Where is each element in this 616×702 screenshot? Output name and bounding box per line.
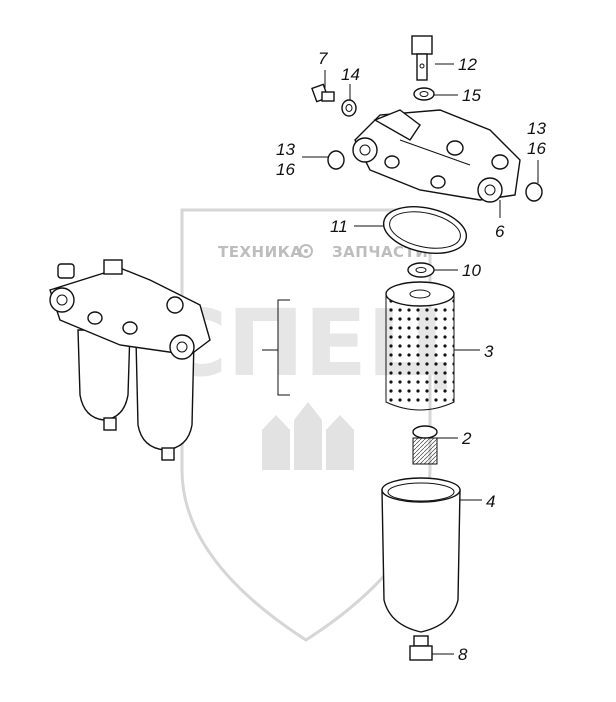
callout-16-left: 16 — [276, 160, 295, 179]
callout-13-right: 13 — [527, 119, 546, 138]
spring-washer — [407, 262, 435, 278]
assembled-filter — [49, 259, 211, 461]
watermark-word-right: ЗАПЧАСТИ — [332, 243, 428, 261]
o-ring — [382, 206, 468, 254]
filter-head — [352, 109, 521, 203]
assembly-bracket — [262, 299, 290, 396]
callout-6: 6 — [495, 222, 505, 241]
callout-16-right: 16 — [527, 139, 546, 158]
filter-bowl — [381, 477, 461, 633]
callout-11: 11 — [330, 217, 348, 236]
washer — [413, 87, 435, 101]
plug-right — [525, 182, 543, 202]
callout-13-left: 13 — [276, 140, 295, 159]
callout-7: 7 — [318, 49, 328, 68]
gear-icon — [299, 244, 313, 258]
callout-3: 3 — [484, 342, 494, 361]
sealing-washer — [341, 99, 357, 117]
callout-14: 14 — [341, 65, 360, 84]
callout-10: 10 — [462, 261, 481, 280]
spring — [412, 425, 438, 465]
drain-plug — [409, 635, 433, 661]
leader-lines — [302, 63, 539, 655]
callout-2: 2 — [461, 429, 472, 448]
callout-12: 12 — [458, 55, 477, 74]
callout-4: 4 — [486, 492, 495, 511]
callout-labels: 7 14 12 15 13 16 13 16 6 11 10 3 2 4 8 — [276, 49, 546, 664]
callout-8: 8 — [458, 645, 468, 664]
plug-left — [327, 150, 345, 170]
screw — [311, 83, 335, 103]
watermark-word-left: ТЕХНИКА — [218, 243, 303, 261]
filter-element — [385, 281, 455, 411]
callout-15: 15 — [462, 86, 481, 105]
banjo-bolt — [411, 35, 433, 81]
